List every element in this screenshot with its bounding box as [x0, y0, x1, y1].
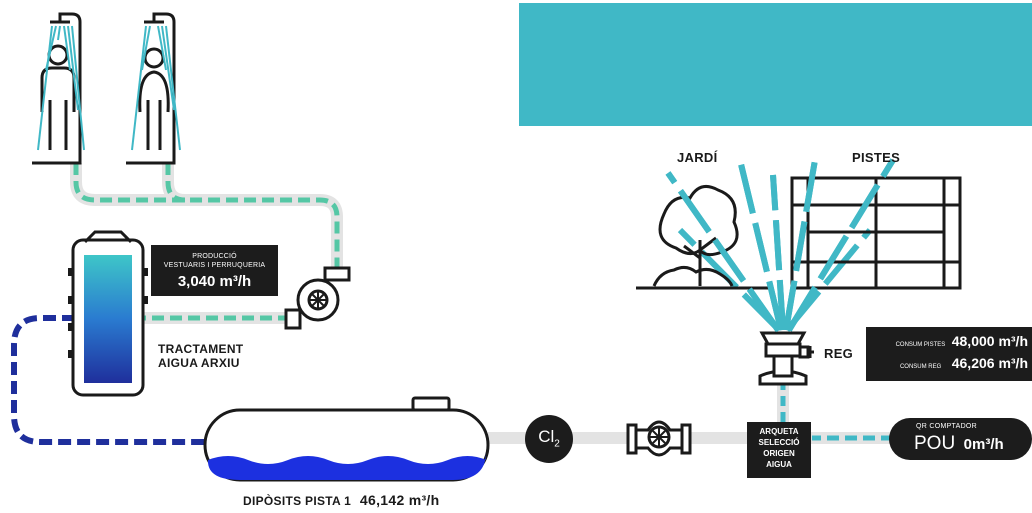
pou-value: 0m³/h: [963, 436, 1004, 453]
tree-icon: [636, 184, 770, 290]
consum-box: [866, 327, 1032, 381]
shower-2-water: [131, 25, 181, 151]
chlorine-circle: [525, 415, 573, 463]
courts-icon: [790, 176, 962, 290]
produccio-title-2: VESTUARIS I PERRUQUERIA: [163, 262, 266, 269]
arqueta-line-2: SELECCIÓ: [758, 438, 800, 447]
flow-green-shower2: [165, 163, 186, 203]
arqueta-line-3: ORIGEN: [763, 449, 795, 458]
flow-green-showers: [73, 163, 340, 270]
consum-reg-row: CONSUM REG 46,206 m³/h: [874, 355, 1028, 373]
header-banner: [519, 3, 1032, 126]
tractament-line-2: AIGUA ARXIU: [158, 356, 240, 370]
chlorine-subscript: 2: [554, 438, 560, 450]
produccio-value: 3,040 m³/h: [177, 273, 252, 290]
tractament-line-1: TRACTAMENT: [158, 342, 244, 356]
sprinkler-icon: [758, 331, 814, 386]
flow-meter-icon: [626, 420, 692, 457]
pou-pill: [889, 418, 1032, 460]
treatment-tank-icon: [68, 230, 148, 397]
deposit-tank-icon: [203, 396, 490, 482]
arqueta-box: [747, 422, 811, 478]
pou-row: POU 0m³/h: [914, 433, 1004, 455]
consum-pistes-value: 48,000 m³/h: [951, 333, 1028, 349]
diposits-label-row: DIPÒSITS PISTA 1 46,142 m³/h: [243, 492, 439, 510]
pou-caption: QR COMPTADOR: [916, 423, 978, 430]
pump-icon: [284, 266, 351, 330]
pou-name: POU: [914, 433, 956, 454]
chlorine-label: Cl2: [525, 427, 573, 449]
pipe-shower2-bg: [162, 163, 186, 206]
produccio-title-1: PRODUCCIÓ: [192, 253, 237, 260]
arqueta-label: ARQUETA SELECCIÓ ORIGEN AIGUA: [747, 426, 811, 470]
diposits-value: 46,142 m³/h: [359, 492, 440, 508]
produccio-box: PRODUCCIÓ VESTUARIS I PERRUQUERIA 3,040 …: [151, 245, 278, 296]
reg-label: REG: [824, 346, 854, 361]
spray-lines-front: [665, 158, 896, 332]
shower-2-icon: [126, 12, 176, 165]
shower-1-water: [37, 25, 85, 151]
consum-pistes-label: CONSUM PISTES: [895, 342, 946, 348]
jardi-label: JARDÍ: [677, 150, 718, 165]
pistes-label: PISTES: [852, 150, 901, 165]
tractament-label: TRACTAMENT AIGUA ARXIU: [158, 342, 243, 370]
consum-reg-value: 46,206 m³/h: [951, 355, 1028, 371]
consum-pistes-row: CONSUM PISTES 48,000 m³/h: [874, 333, 1028, 351]
shower-1-icon: [32, 12, 82, 165]
flow-navy-to-deposit: [11, 315, 205, 445]
arqueta-line-4: AIGUA: [766, 460, 792, 469]
arqueta-line-1: ARQUETA: [759, 427, 799, 436]
consum-reg-label: CONSUM REG: [899, 364, 942, 370]
diposits-label: DIPÒSITS PISTA 1: [243, 494, 352, 508]
chlorine-symbol: Cl: [538, 427, 555, 446]
